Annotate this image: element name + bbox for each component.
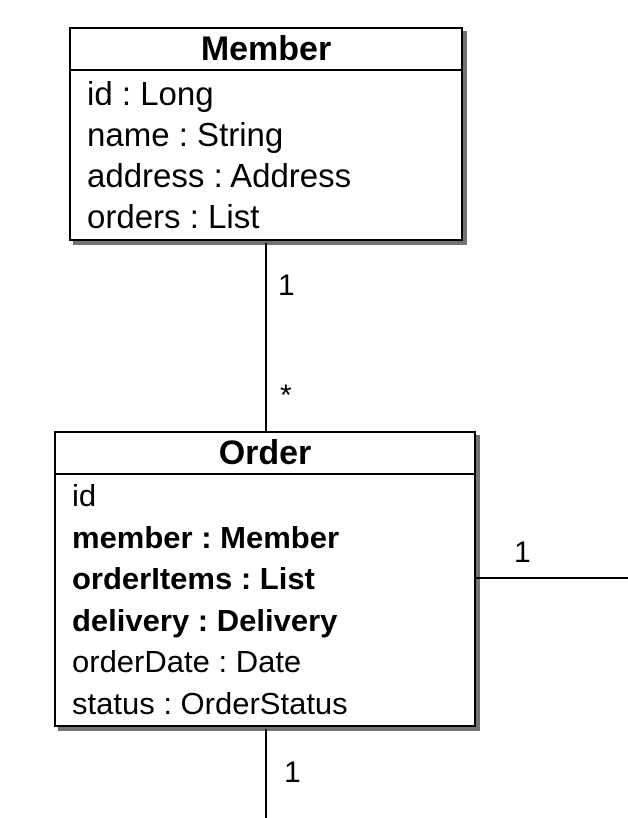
member-end-multiplicity: 1 <box>278 269 295 302</box>
member-class-box: Member id : Long name : String address :… <box>69 27 463 241</box>
order-bottom-association-line <box>265 729 267 818</box>
order-attribute: delivery : Delivery <box>72 602 338 638</box>
order-class-name: Order <box>56 433 474 475</box>
order-bottom-multiplicity: 1 <box>284 756 301 789</box>
order-right-multiplicity: 1 <box>514 536 531 569</box>
member-attribute: orders : List <box>87 198 260 235</box>
member-attribute: id : Long <box>87 75 214 112</box>
member-attribute-list: id : Long name : String address : Addres… <box>71 71 461 237</box>
order-class-box: Order id member : Member orderItems : Li… <box>54 431 476 727</box>
order-attribute: status : OrderStatus <box>72 685 348 721</box>
order-end-multiplicity: * <box>280 379 292 412</box>
order-attribute: member : Member <box>72 519 340 555</box>
order-attribute: id <box>72 478 97 513</box>
member-class-name: Member <box>71 29 461 71</box>
order-attribute: orderItems : List <box>72 561 315 596</box>
order-attribute: orderDate : Date <box>72 644 302 679</box>
order-attribute-list: id member : Member orderItems : List del… <box>56 475 474 724</box>
member-attribute: address : Address <box>87 157 352 194</box>
member-order-association-line <box>265 243 267 433</box>
order-right-association-line <box>476 577 628 579</box>
member-attribute: name : String <box>87 116 284 153</box>
